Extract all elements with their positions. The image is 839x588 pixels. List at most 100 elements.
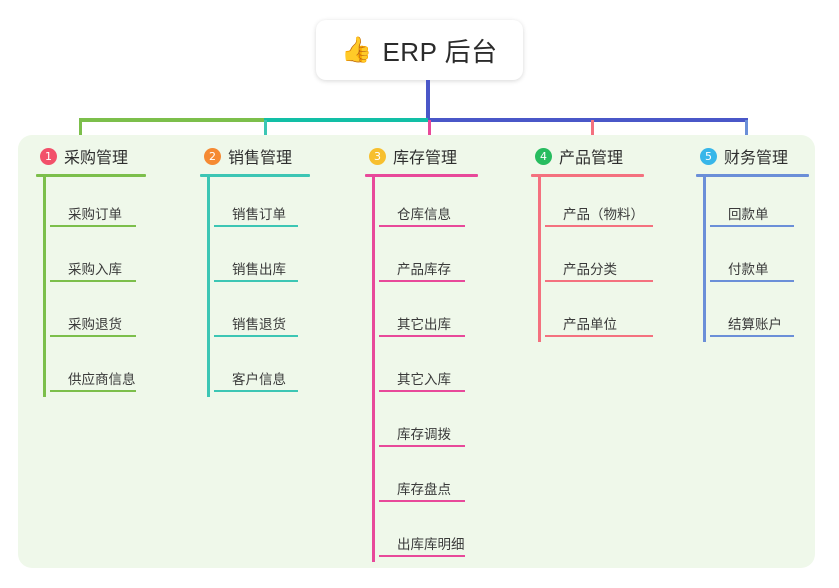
- spine-connector-purchase: [43, 177, 46, 397]
- leaf-label: 销售订单: [232, 207, 286, 222]
- leaf-node[interactable]: 采购退货: [50, 287, 146, 342]
- spine-connector-product: [538, 177, 541, 342]
- column-purchase: 1 采购管理采购订单采购入库采购退货供应商信息: [36, 144, 146, 397]
- column-children-purchase: 采购订单采购入库采购退货供应商信息: [36, 177, 146, 397]
- column-underline-purchase: [36, 174, 146, 177]
- column-underline-inventory: [365, 174, 478, 177]
- column-product: 4 产品管理产品（物料） 产品分类产品单位: [531, 144, 653, 342]
- column-children-product: 产品（物料） 产品分类产品单位: [531, 177, 653, 342]
- leaf-node[interactable]: 供应商信息: [50, 342, 146, 397]
- leaf-label: 结算账户: [728, 317, 782, 332]
- leaf-label: 客户信息: [232, 372, 286, 387]
- leaf-label: 采购退货: [68, 317, 122, 332]
- column-header-purchase[interactable]: 1 采购管理: [36, 144, 146, 168]
- leaf-underline: [214, 280, 298, 282]
- root-node-erp-backend[interactable]: 👍 ERP 后台: [316, 20, 523, 80]
- column-header-product[interactable]: 4 产品管理: [531, 144, 644, 168]
- leaf-node[interactable]: 销售出库: [214, 232, 310, 287]
- leaf-node[interactable]: 产品分类: [545, 232, 653, 287]
- leaf-node[interactable]: 销售退货: [214, 287, 310, 342]
- leaf-label: 销售出库: [232, 262, 286, 277]
- leaf-label: 产品单位: [563, 317, 617, 332]
- leaf-node[interactable]: 仓库信息: [379, 177, 478, 232]
- leaf-underline: [710, 280, 794, 282]
- leaf-node[interactable]: 回款单: [710, 177, 809, 232]
- leaf-underline: [379, 390, 465, 392]
- bus-green: [79, 118, 264, 122]
- leaf-underline: [379, 500, 465, 502]
- leaf-node[interactable]: 客户信息: [214, 342, 310, 397]
- column-title-purchase: 采购管理: [64, 150, 129, 167]
- leaf-label: 产品分类: [563, 262, 617, 277]
- column-title-finance: 财务管理: [724, 150, 789, 167]
- leaf-label: 供应商信息: [68, 372, 136, 387]
- bus-teal: [264, 118, 430, 122]
- leaf-node[interactable]: 付款单: [710, 232, 809, 287]
- leaf-label: 销售退货: [232, 317, 286, 332]
- leaf-label: 产品库存: [397, 262, 451, 277]
- leaf-label: 采购订单: [68, 207, 122, 222]
- leaf-label: 回款单: [728, 207, 769, 222]
- number-badge-1: 1: [40, 147, 57, 165]
- column-children-inventory: 仓库信息产品库存其它出库其它入库库存调拨库存盘点出库库明细: [365, 177, 478, 562]
- number-badge-3: 3: [369, 147, 386, 165]
- leaf-node[interactable]: 出库库明细: [379, 507, 478, 562]
- root-stem-connector: [426, 80, 430, 121]
- spine-connector-sales: [207, 177, 210, 397]
- leaf-underline: [545, 335, 653, 337]
- leaf-underline: [379, 445, 465, 447]
- leaf-underline: [50, 390, 136, 392]
- leaf-underline: [50, 335, 136, 337]
- column-underline-finance: [696, 174, 809, 177]
- bus-indigo: [428, 118, 748, 122]
- leaf-underline: [545, 280, 653, 282]
- leaf-underline: [214, 390, 298, 392]
- leaf-label: 其它出库: [397, 317, 451, 332]
- leaf-underline: [545, 225, 653, 227]
- leaf-node[interactable]: 其它出库: [379, 287, 478, 342]
- leaf-label: 采购入库: [68, 262, 122, 277]
- leaf-label: 库存调拨: [397, 427, 451, 442]
- spine-connector-inventory: [372, 177, 375, 562]
- root-node-title: ERP 后台: [382, 36, 498, 67]
- column-title-sales: 销售管理: [228, 150, 293, 167]
- leaf-underline: [379, 280, 465, 282]
- number-badge-4: 4: [535, 147, 552, 165]
- leaf-node[interactable]: 库存调拨: [379, 397, 478, 452]
- leaf-node[interactable]: 结算账户: [710, 287, 809, 342]
- leaf-node[interactable]: 库存盘点: [379, 452, 478, 507]
- number-badge-5: 5: [700, 147, 717, 165]
- column-title-product: 产品管理: [559, 150, 624, 167]
- leaf-label: 产品（物料）: [563, 207, 644, 222]
- leaf-underline: [710, 225, 794, 227]
- leaf-label: 出库库明细: [397, 537, 465, 552]
- leaf-label: 付款单: [728, 262, 769, 277]
- leaf-underline: [50, 225, 136, 227]
- column-finance: 5 财务管理回款单付款单结算账户: [696, 144, 809, 342]
- leaf-node[interactable]: 销售订单: [214, 177, 310, 232]
- leaf-label: 库存盘点: [397, 482, 451, 497]
- leaf-node[interactable]: 产品库存: [379, 232, 478, 287]
- leaf-label: 仓库信息: [397, 207, 451, 222]
- column-children-finance: 回款单付款单结算账户: [696, 177, 809, 342]
- leaf-underline: [379, 335, 465, 337]
- leaf-underline: [214, 225, 298, 227]
- number-badge-2: 2: [204, 147, 221, 165]
- leaf-node[interactable]: 产品（物料）: [545, 177, 653, 232]
- diagram-panel: [18, 135, 815, 568]
- leaf-label: 其它入库: [397, 372, 451, 387]
- thumbs-up-icon: 👍: [341, 35, 373, 64]
- leaf-underline: [710, 335, 794, 337]
- column-underline-product: [531, 174, 644, 177]
- leaf-node[interactable]: 采购入库: [50, 232, 146, 287]
- leaf-node[interactable]: 采购订单: [50, 177, 146, 232]
- column-underline-sales: [200, 174, 310, 177]
- leaf-node[interactable]: 产品单位: [545, 287, 653, 342]
- leaf-node[interactable]: 其它入库: [379, 342, 478, 397]
- leaf-underline: [379, 555, 465, 557]
- column-header-sales[interactable]: 2 销售管理: [200, 144, 310, 168]
- column-header-finance[interactable]: 5 财务管理: [696, 144, 809, 168]
- column-children-sales: 销售订单销售出库销售退货客户信息: [200, 177, 310, 397]
